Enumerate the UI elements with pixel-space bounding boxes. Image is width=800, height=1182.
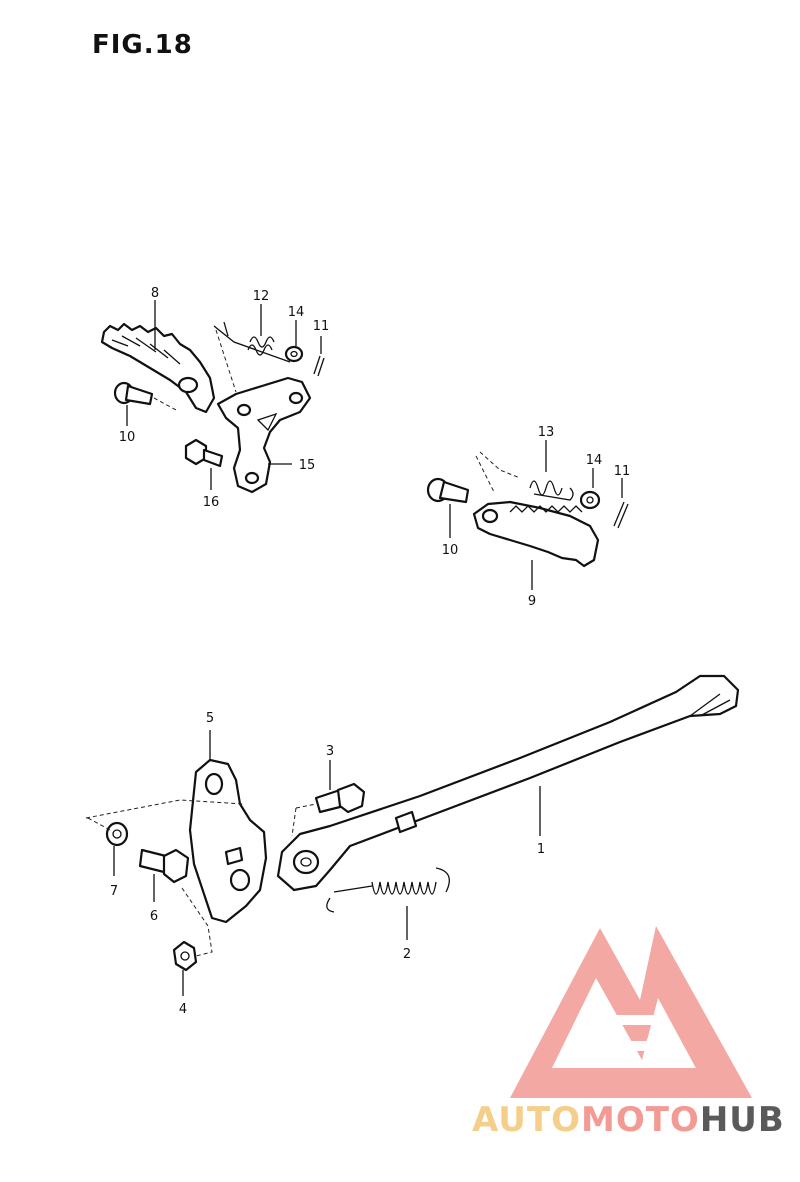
watermark-logo-icon: [510, 926, 752, 1098]
callout-1: 1: [537, 842, 545, 857]
right-footrest-group: [426, 440, 629, 590]
spring-left: [247, 336, 275, 356]
cotter-pin-left: [313, 355, 325, 377]
footrest-right: [472, 500, 600, 568]
watermark-text: AUTOMOTOHUB: [472, 1100, 785, 1140]
callout-5: 5: [206, 711, 214, 726]
callout-11-left: 11: [313, 319, 330, 334]
bolt-left: [184, 438, 224, 468]
nut-4: [172, 940, 198, 972]
stand-bracket: [188, 758, 268, 924]
callout-10-left: 10: [119, 430, 136, 445]
spring-right: [529, 480, 574, 501]
washer-left: [284, 345, 304, 363]
callout-14-right: 14: [586, 453, 603, 468]
callout-14-left: 14: [288, 305, 305, 320]
callout-11-right: 11: [614, 464, 631, 479]
watermark-moto: MOTO: [580, 1100, 700, 1140]
callout-16: 16: [203, 495, 220, 510]
callout-4: 4: [179, 1002, 187, 1017]
figure-title: FIG.18: [92, 30, 193, 60]
callout-3: 3: [326, 744, 334, 759]
spring-2: [326, 867, 450, 913]
bolt-3: [314, 782, 366, 814]
left-footrest-group: [100, 300, 325, 494]
callout-12: 12: [253, 289, 270, 304]
callout-2: 2: [403, 947, 411, 962]
watermark-auto: AUTO: [472, 1100, 581, 1140]
callout-7: 7: [110, 884, 118, 899]
watermark-hub: HUB: [699, 1100, 785, 1140]
callout-6: 6: [150, 909, 158, 924]
pin-right: [426, 477, 470, 504]
callout-15: 15: [299, 458, 316, 473]
callout-8: 8: [151, 286, 159, 301]
washer-7: [105, 821, 129, 847]
callout-10-right: 10: [442, 543, 459, 558]
pin-left: [113, 381, 154, 406]
side-stand: [276, 674, 740, 892]
callout-13: 13: [538, 425, 555, 440]
cotter-pin-right: [613, 501, 629, 529]
side-stand-group: [85, 674, 740, 996]
washer-right: [579, 490, 601, 510]
callout-9: 9: [528, 594, 536, 609]
bolt-6: [138, 848, 190, 884]
